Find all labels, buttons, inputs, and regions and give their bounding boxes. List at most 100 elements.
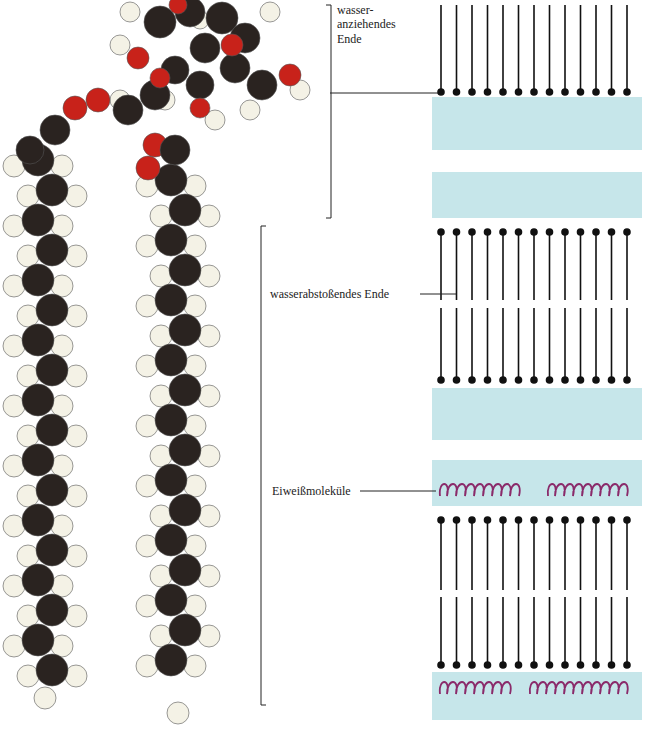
lipid-tail xyxy=(595,520,597,590)
lipid-tail xyxy=(502,308,504,380)
atom xyxy=(51,275,73,297)
atom xyxy=(36,294,68,326)
lipid-head xyxy=(469,517,475,523)
atom xyxy=(155,224,187,256)
lipid-head xyxy=(531,89,537,95)
atom xyxy=(17,665,39,687)
atom xyxy=(22,504,54,536)
atom xyxy=(247,70,277,100)
protein-helix xyxy=(440,484,628,694)
lipid-head xyxy=(624,89,630,95)
atom xyxy=(65,185,87,207)
lipid-tail xyxy=(440,5,442,92)
atom xyxy=(65,365,87,387)
atom xyxy=(63,96,87,120)
atom xyxy=(36,174,68,206)
lipid-head xyxy=(578,229,584,235)
atom xyxy=(136,595,158,617)
protein-helix xyxy=(440,484,520,496)
lipid-head xyxy=(609,89,615,95)
atom xyxy=(3,515,25,537)
lipid-head xyxy=(609,662,615,668)
atom xyxy=(127,47,149,69)
lipid-head xyxy=(593,89,599,95)
lipid-tail xyxy=(549,5,551,92)
lipid-head xyxy=(609,229,615,235)
atom xyxy=(186,71,214,99)
lipid-tail xyxy=(564,232,566,300)
atom xyxy=(36,234,68,266)
atom xyxy=(184,235,206,257)
lipid-tail xyxy=(456,308,458,380)
lipid-tail xyxy=(487,597,489,665)
lipid-tail xyxy=(471,5,473,92)
atom xyxy=(150,325,172,347)
atom xyxy=(51,215,73,237)
atom xyxy=(17,485,39,507)
atom xyxy=(155,644,187,676)
lipid-head xyxy=(500,662,506,668)
lipid-tail xyxy=(518,5,520,92)
atom xyxy=(184,535,206,557)
atom xyxy=(17,245,39,267)
lipid-tail xyxy=(440,308,442,380)
lipid-head xyxy=(578,662,584,668)
lipid-head xyxy=(531,377,537,383)
atom xyxy=(36,474,68,506)
atom xyxy=(260,2,280,22)
lipid-head xyxy=(438,229,444,235)
atom xyxy=(3,575,25,597)
lipid-head xyxy=(531,517,537,523)
atom xyxy=(65,605,87,627)
atom xyxy=(3,275,25,297)
atom xyxy=(3,215,25,237)
lipid-tail xyxy=(611,232,613,300)
lipid-tail xyxy=(533,308,535,380)
atom xyxy=(65,485,87,507)
lipid-tail xyxy=(471,520,473,590)
protein-helix xyxy=(440,682,511,694)
atom xyxy=(184,655,206,677)
atom xyxy=(51,395,73,417)
lipid-tail xyxy=(564,308,566,380)
lipid-head xyxy=(578,377,584,383)
lipid-tail xyxy=(487,308,489,380)
atom xyxy=(184,175,206,197)
atom xyxy=(198,205,220,227)
atom xyxy=(150,68,170,88)
atom xyxy=(17,185,39,207)
atom xyxy=(184,415,206,437)
atom xyxy=(17,305,39,327)
lipid-tail xyxy=(471,308,473,380)
atom xyxy=(169,554,201,586)
lipid-head xyxy=(624,517,630,523)
atom xyxy=(136,535,158,557)
lipid-head xyxy=(500,517,506,523)
lipid-head xyxy=(485,229,491,235)
lipid-head xyxy=(500,377,506,383)
atom xyxy=(198,565,220,587)
lipid-tail xyxy=(471,597,473,665)
lipid-tail xyxy=(440,232,442,300)
lipid-head xyxy=(485,662,491,668)
atom xyxy=(136,235,158,257)
atom xyxy=(65,545,87,567)
lipid-tail xyxy=(549,520,551,590)
atom xyxy=(136,415,158,437)
atom xyxy=(22,204,54,236)
atom xyxy=(36,354,68,386)
phospholipid-model xyxy=(3,0,310,724)
lipid-tail xyxy=(456,232,458,300)
atom xyxy=(17,365,39,387)
lipid-tail xyxy=(595,232,597,300)
lipid-tail xyxy=(471,232,473,300)
lipid-head xyxy=(609,377,615,383)
lipid-head xyxy=(438,377,444,383)
atom xyxy=(150,565,172,587)
atom xyxy=(36,594,68,626)
lipid-tail xyxy=(487,5,489,92)
atom xyxy=(51,455,73,477)
atom xyxy=(65,245,87,267)
atom xyxy=(3,335,25,357)
lipid-tail xyxy=(456,520,458,590)
